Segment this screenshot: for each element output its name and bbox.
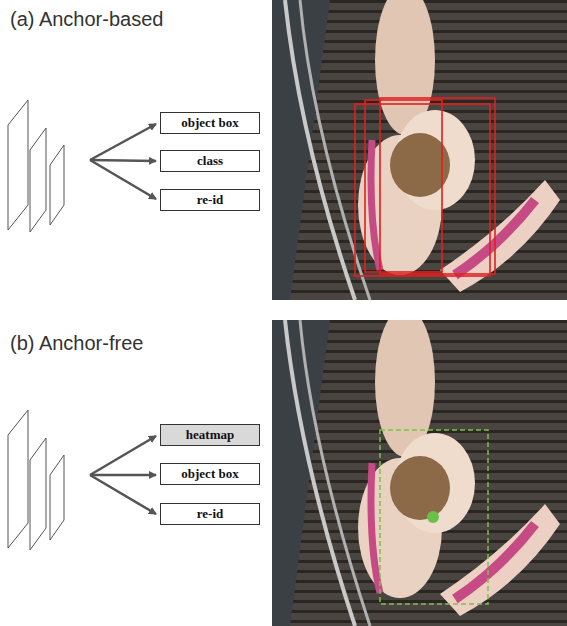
output-box: re-id — [160, 503, 260, 525]
panel-heading: (a) Anchor-based — [10, 8, 163, 31]
center-point — [427, 511, 439, 523]
output-arrows — [90, 436, 156, 514]
box-text: class — [197, 153, 223, 169]
output-box: heatmap — [160, 424, 260, 446]
output-box: object box — [160, 463, 260, 485]
pig-photo — [272, 320, 567, 626]
anchor-boxes — [355, 98, 495, 276]
box-text: object box — [181, 466, 238, 482]
output-box: class — [160, 150, 260, 172]
box-text: re-id — [197, 192, 223, 208]
output-box: re-id — [160, 189, 260, 211]
box-text: object box — [181, 115, 238, 131]
output-arrows — [90, 124, 156, 199]
output-box: object box — [160, 112, 260, 134]
network-layers-icon — [8, 410, 64, 550]
pig-photo — [272, 0, 567, 300]
panel-heading: (b) Anchor-free — [10, 332, 143, 355]
box-text: heatmap — [186, 427, 234, 443]
predicted-box — [380, 430, 488, 604]
box-text: re-id — [197, 506, 223, 522]
network-layers-icon — [8, 100, 64, 232]
